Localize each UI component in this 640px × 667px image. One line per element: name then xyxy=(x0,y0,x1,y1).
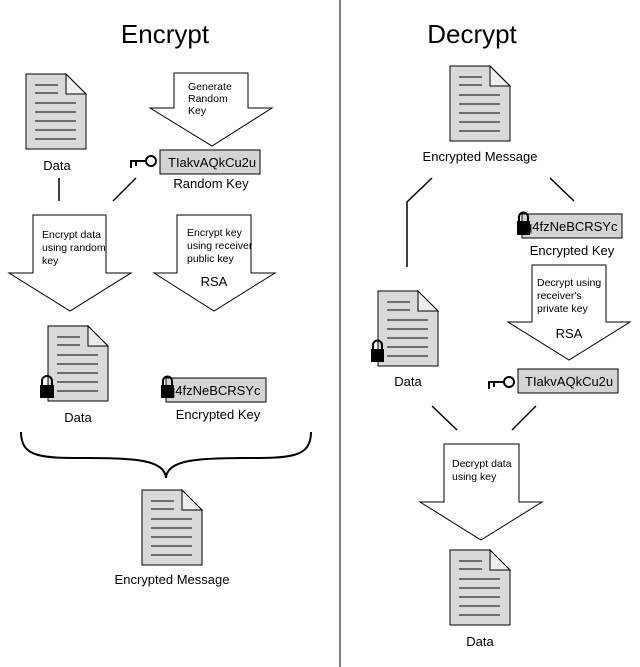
connector-line xyxy=(511,405,537,431)
encrypted-data-label: Data xyxy=(64,410,92,425)
generate-random-key-text: Random xyxy=(188,93,228,105)
connector-line xyxy=(112,177,137,202)
key-icon xyxy=(130,155,157,168)
encrypted-data-document-icon xyxy=(47,324,110,402)
key-icon xyxy=(488,376,515,389)
encrypted-key-box xyxy=(521,213,623,239)
encrypt-data-text: Encrypt data xyxy=(42,229,101,241)
encrypt-key-text: public key xyxy=(187,253,234,265)
connector-line xyxy=(431,405,458,431)
random-key-box xyxy=(517,368,619,394)
random-key-value: TIakvAQkCu2u xyxy=(525,374,613,389)
combine-brace xyxy=(20,431,312,479)
data-label: Data xyxy=(43,158,71,173)
encrypted-message-label: Encrypted Message xyxy=(115,572,230,587)
encrypt-title: Encrypt xyxy=(121,19,210,49)
lock-icon xyxy=(371,339,384,362)
encrypted-key-label: Encrypted Key xyxy=(530,243,615,258)
connector-line xyxy=(549,177,575,202)
rsa-label: RSA xyxy=(201,274,228,289)
encrypted-key-value: q4fzNeBCRSYc xyxy=(525,219,618,234)
decrypt-data-text: Decrypt data xyxy=(452,458,512,470)
lock-icon xyxy=(40,375,54,398)
lock-icon xyxy=(161,375,174,398)
decrypt-key-text: receiver's xyxy=(537,290,582,302)
decrypt-key-text: Decrypt using xyxy=(537,277,601,289)
connector-line xyxy=(406,177,433,267)
data-label: Data xyxy=(394,374,422,389)
encrypted-message-document-icon xyxy=(141,488,204,566)
random-key-label: Random Key xyxy=(173,176,249,191)
decrypt-data-text: using key xyxy=(452,471,497,483)
encrypted-key-box xyxy=(165,377,267,403)
random-key-box xyxy=(159,149,261,175)
encrypted-message-document-icon xyxy=(449,64,512,142)
generate-random-key-arrow: Generate Random Key xyxy=(148,72,274,147)
random-key-value: TIakvAQkCu2u xyxy=(168,155,256,170)
encrypted-key-label: Encrypted Key xyxy=(176,407,261,422)
encrypt-key-rsa-arrow: Encrypt key using receiver public key RS… xyxy=(152,214,277,312)
decrypt-data-arrow: Decrypt data using key xyxy=(418,443,544,541)
encrypt-data-arrow: Encrypt data using random key xyxy=(7,214,133,312)
encrypted-data-document-icon xyxy=(377,289,440,367)
encrypt-key-text: Encrypt key xyxy=(187,227,243,239)
encrypt-data-text: using random xyxy=(42,242,106,254)
encrypt-data-text: key xyxy=(42,255,59,267)
encrypted-message-label: Encrypted Message xyxy=(423,149,538,164)
decrypted-data-document-icon xyxy=(449,548,512,626)
generate-random-key-text: Generate xyxy=(188,81,232,93)
data-document-icon xyxy=(25,72,88,150)
lock-icon xyxy=(517,211,530,235)
decrypt-title: Decrypt xyxy=(427,19,517,49)
encrypted-key-value: q4fzNeBCRSYc xyxy=(168,383,261,398)
encrypt-key-text: using receiver xyxy=(187,240,253,252)
generate-random-key-text: Key xyxy=(188,105,207,117)
decrypt-key-text: private key xyxy=(537,303,589,315)
rsa-label: RSA xyxy=(556,326,583,341)
data-label: Data xyxy=(466,634,494,649)
decrypt-key-rsa-arrow: Decrypt using receiver's private key RSA xyxy=(506,264,632,361)
